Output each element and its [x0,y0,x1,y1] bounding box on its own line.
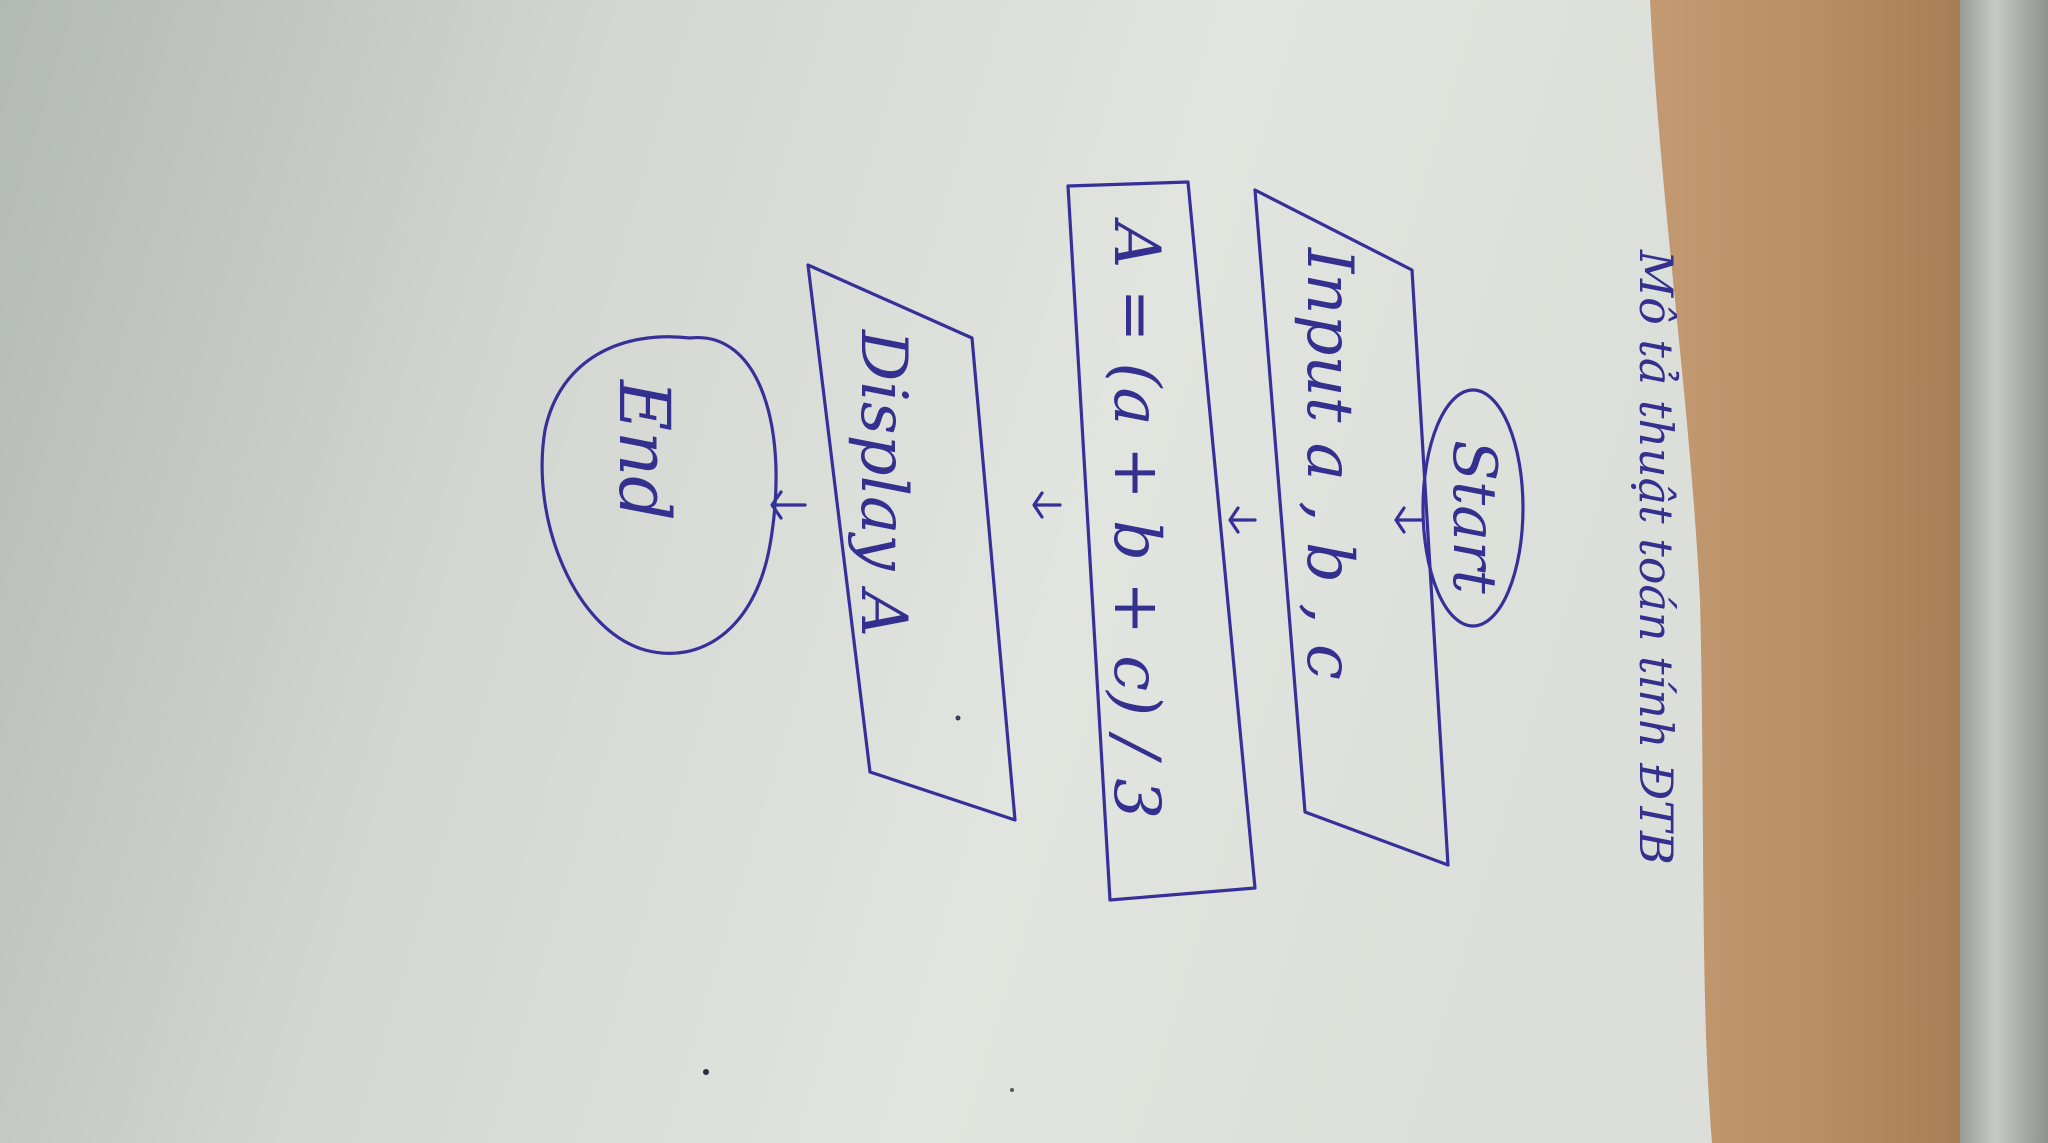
arrow-display-to-end [770,490,807,520]
paper-specks [703,715,1014,1092]
end-terminator: End [540,335,778,655]
display-box: Display A [806,263,1017,822]
svg-text:Start: Start [1439,440,1509,595]
arrow-input-to-process [1228,506,1257,534]
paper-sheet [0,0,1712,1143]
process-box: A = (a + b + c) / 3 [1066,180,1257,902]
svg-text:A = (a + b + c) / 3: A = (a + b + c) / 3 [1099,217,1173,819]
arrow-start-to-input [1394,506,1424,534]
arrow-process-to-display [1032,491,1062,519]
svg-text:End: End [603,378,685,521]
svg-text:Display A: Display A [846,329,920,637]
svg-text:Input a , b , c: Input a , b , c [1292,247,1366,680]
input-box: Input a , b , c [1253,188,1450,867]
desk-edge [1960,0,2048,1143]
start-terminator: Start [1421,388,1525,628]
